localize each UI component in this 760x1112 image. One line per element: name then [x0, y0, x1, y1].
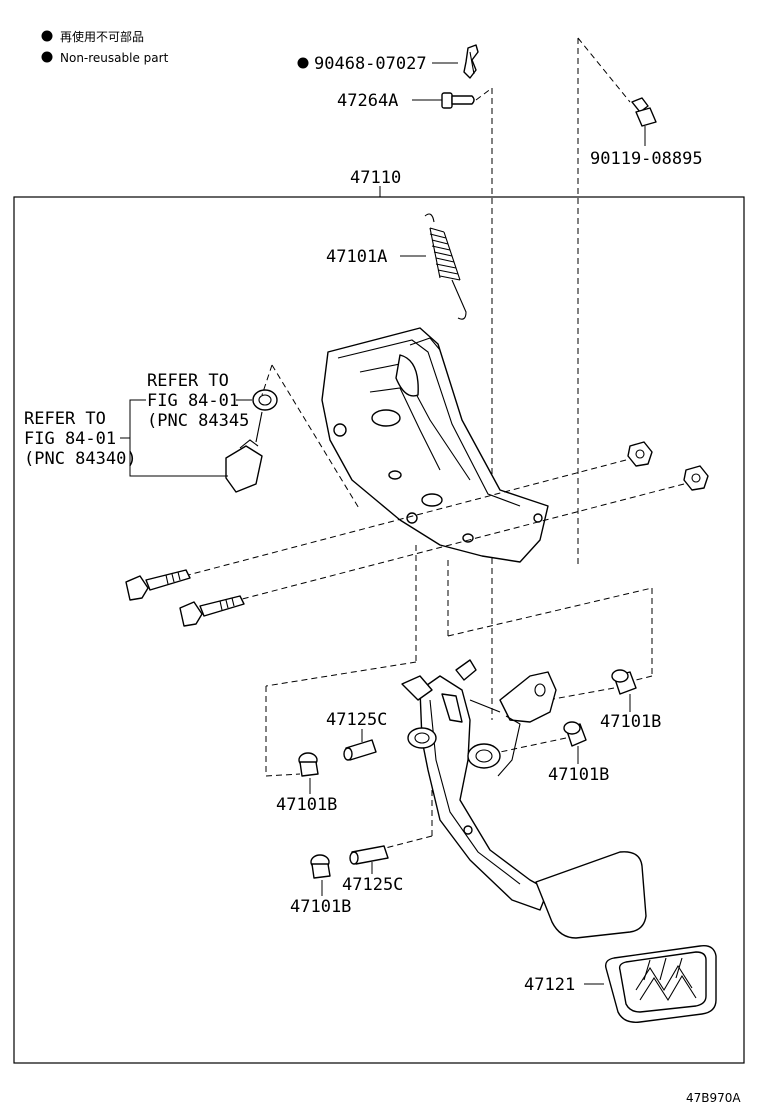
bushing-right-upper-icon — [611, 669, 637, 695]
refer-right-line1: REFER TO — [147, 371, 229, 391]
clevis-pin-icon — [441, 92, 475, 109]
refer-left-line2: FIG 84-01 — [24, 429, 116, 449]
brake-pedal-arm — [401, 659, 557, 911]
refer-right-line2: FIG 84-01 — [147, 391, 239, 411]
legend-japanese: 再使用不可部品 — [60, 29, 144, 44]
nut-upper-icon — [627, 441, 653, 467]
refer-left-line1: REFER TO — [24, 409, 106, 429]
refer-right-line3: (PNC 84345 — [147, 411, 249, 431]
label-47264A: 47264A — [337, 91, 398, 111]
label-47101B-left-lower: 47101B — [290, 897, 351, 917]
legend-english: Non-reusable part — [60, 51, 169, 65]
bushing-left-lower-icon — [310, 854, 331, 879]
bracket-bolt-upper-icon — [125, 569, 191, 601]
pedal-bracket — [321, 327, 549, 563]
return-spring-icon — [424, 213, 467, 320]
pedal-pad-plate — [535, 851, 647, 939]
label-47125C-lower: 47125C — [342, 875, 403, 895]
label-47101A: 47101A — [326, 247, 387, 267]
refer-left-line3: (PNC 84340) — [24, 449, 137, 469]
nut-lower-icon — [683, 465, 709, 491]
label-47101B-right-lower: 47101B — [548, 765, 609, 785]
collar-lower-icon — [349, 845, 389, 865]
bracket-bolt-lower-icon — [179, 595, 245, 627]
bushing-right-lower-icon — [563, 721, 587, 747]
non-reusable-bullet-icon — [297, 57, 309, 69]
clip-icon — [463, 44, 479, 79]
flange-bolt-icon — [631, 97, 657, 127]
pedal-pad-rubber — [604, 945, 717, 1023]
bushing-left-upper-icon — [298, 752, 319, 777]
label-47121: 47121 — [524, 975, 575, 995]
label-47110: 47110 — [350, 168, 401, 188]
label-47125C-upper: 47125C — [326, 710, 387, 730]
non-reusable-bullet-icon — [41, 51, 53, 63]
collar-upper-icon — [343, 739, 377, 761]
figure-code: 47B970A — [686, 1091, 741, 1105]
assembly-frame — [13, 196, 745, 1064]
non-reusable-bullet-icon — [41, 30, 53, 42]
stop-lamp-switch-icon — [225, 389, 278, 493]
label-90468-07027: 90468-07027 — [314, 54, 427, 74]
label-47101B-left-upper: 47101B — [276, 795, 337, 815]
label-90119-08895: 90119-08895 — [590, 149, 703, 169]
label-47101B-right-upper: 47101B — [600, 712, 661, 732]
